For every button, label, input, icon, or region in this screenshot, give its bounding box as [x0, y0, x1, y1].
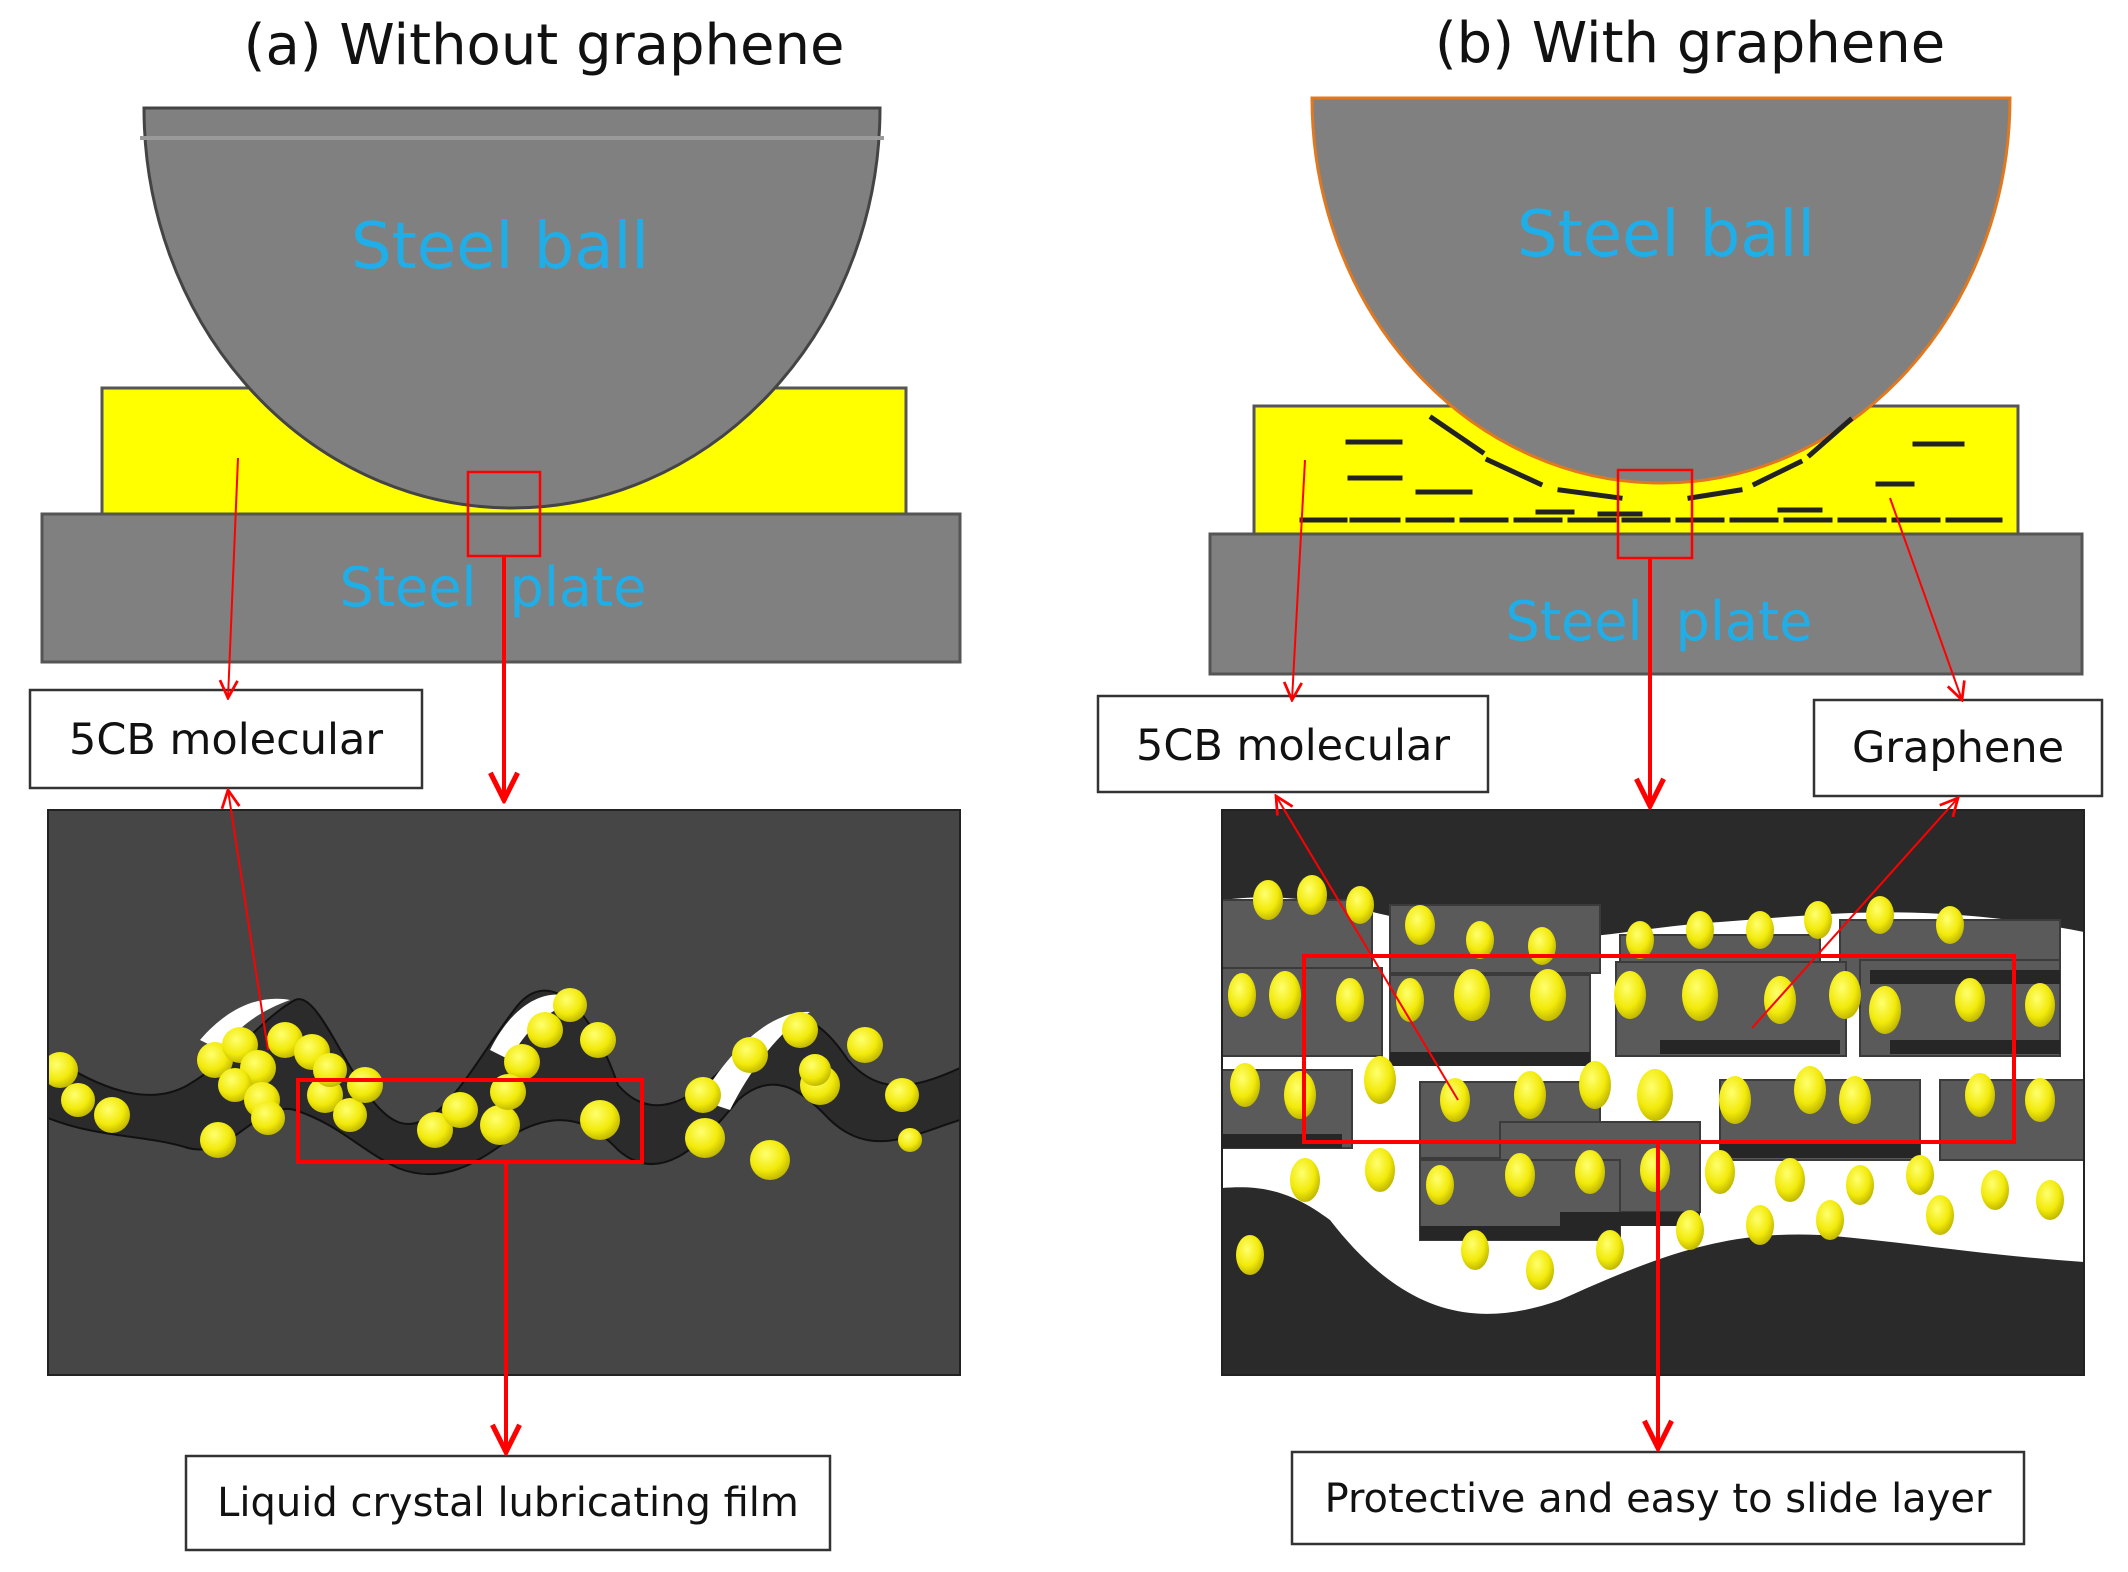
molecules-b [1228, 875, 2064, 1290]
steel-plate-label-b-1: Steel [1506, 590, 1643, 653]
panel-b-title: (b) With graphene [1435, 11, 1945, 76]
panel-b: (b) With graphene Steel ball Steel plate [1096, 11, 2104, 1546]
steel-plate-label-b-2: plate [1676, 590, 1813, 653]
steel-ball-label-b: Steel ball [1517, 198, 1815, 272]
panel-a-title: (a) Without graphene [244, 13, 845, 78]
graphene-label-b: Graphene [1852, 723, 2064, 773]
zoom-view-a [48, 810, 960, 1375]
steel-plate-label-a-1: Steel [340, 556, 477, 619]
molecule-label-a: 5CB molecular [69, 715, 383, 765]
zoom-view-b [1222, 810, 2084, 1375]
panel-a: (a) Without graphene Steel ball Steel pl… [28, 13, 962, 1552]
steel-ball-a [142, 106, 882, 510]
steel-plate-a [40, 512, 962, 664]
contact-zoom-box-b [1616, 468, 1694, 560]
steel-plate-b [1208, 532, 2084, 676]
molecule-label-b: 5CB molecular [1136, 721, 1450, 771]
film-highlight-a [296, 1078, 644, 1164]
graphene-flakes-top [1299, 414, 2003, 523]
steel-ball-label-a: Steel ball [351, 210, 649, 284]
film-label-a: Liquid crystal lubricating film [217, 1480, 799, 1526]
steel-ball-b [1310, 96, 2012, 485]
steel-plate-label-a-2: plate [510, 556, 647, 619]
layer-label-b: Protective and easy to slide layer [1325, 1476, 1992, 1522]
